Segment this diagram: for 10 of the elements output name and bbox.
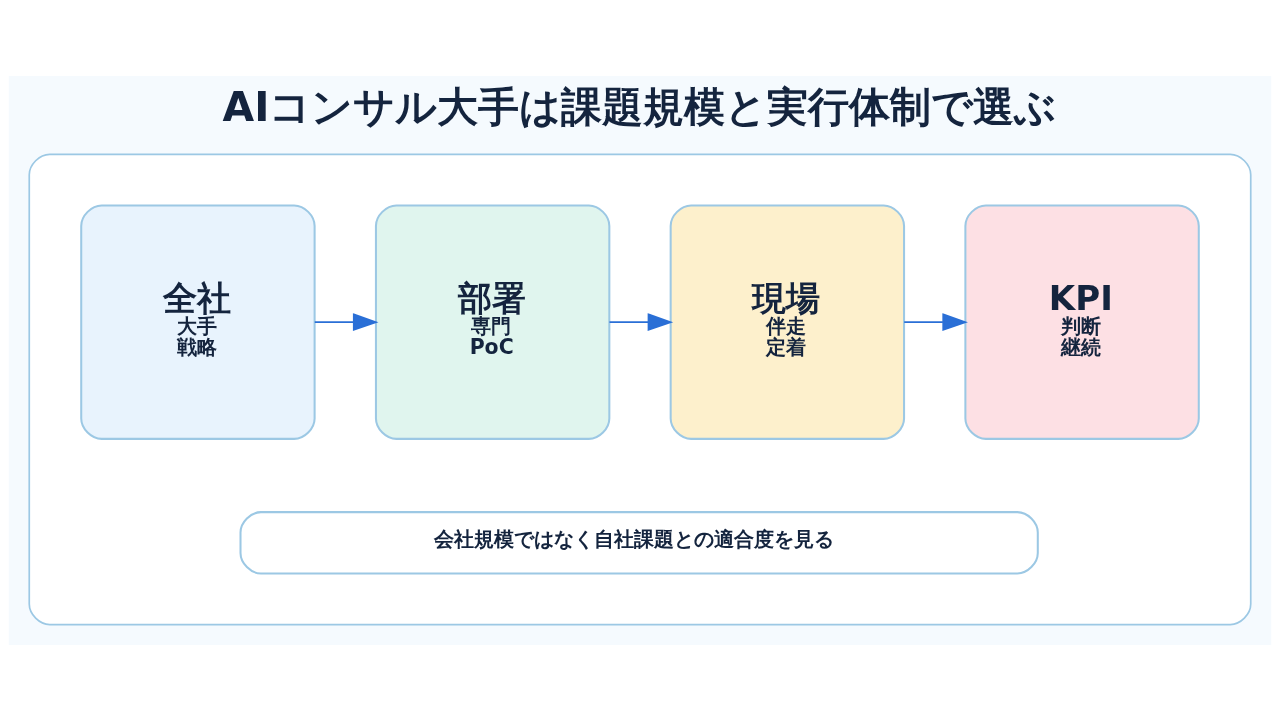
node-box: 現場 伴走 定着	[669, 203, 906, 440]
diagram-title: AIコンサル大手は課題規模と実行体制で選ぶ	[222, 82, 1057, 131]
arrow	[313, 312, 379, 331]
node-box: KPI 判断 継続	[964, 203, 1200, 440]
node-box: 会社規模ではなく自社課題との適合度を見る	[239, 510, 1039, 574]
cluster	[28, 153, 1252, 625]
node-box: 全社 大手 戦略	[80, 203, 316, 440]
arrow	[903, 312, 968, 331]
node-box: 部署 専門 PoC	[374, 203, 611, 440]
arrow	[608, 312, 674, 331]
